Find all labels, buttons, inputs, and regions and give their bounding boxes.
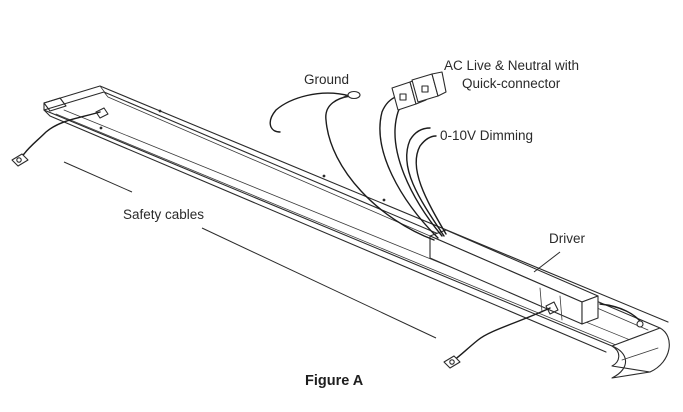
safety-cable-left xyxy=(11,107,109,167)
figure-caption: Figure A xyxy=(305,373,364,389)
quick-connector xyxy=(391,71,447,111)
ground-label: Ground xyxy=(304,72,350,87)
safety-cables-leader-upper xyxy=(63,161,133,193)
driver-label: Driver xyxy=(549,231,585,246)
dimming-label: 0-10V Dimming xyxy=(440,128,534,143)
ac-live-neutral-label-line2: Quick-connector xyxy=(462,76,561,91)
wire-bundle xyxy=(269,92,447,241)
safety-cables-leader-lower xyxy=(201,227,437,339)
driver-box xyxy=(429,229,599,325)
fixture-channel xyxy=(43,85,670,379)
safety-cable-right xyxy=(443,301,644,369)
ac-live-neutral-label-line1: AC Live & Neutral with xyxy=(444,58,580,73)
ground-terminal xyxy=(341,90,361,100)
safety-cables-label: Safety cables xyxy=(123,207,205,222)
driver-leader xyxy=(533,251,561,273)
